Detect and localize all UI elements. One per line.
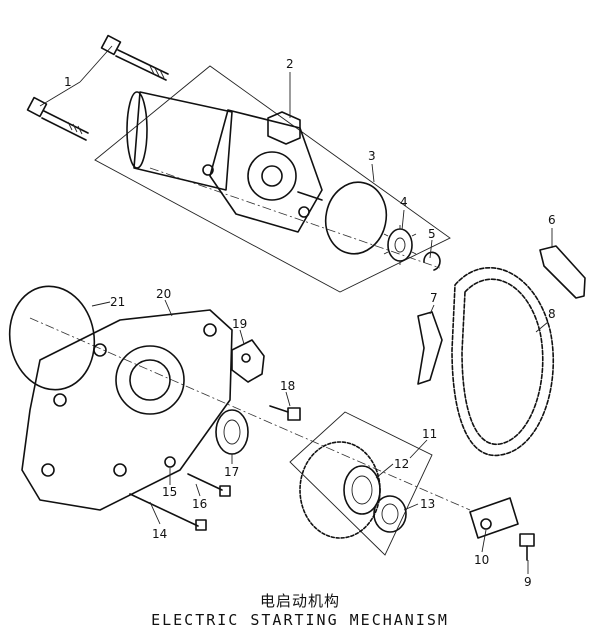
washer-small [164, 456, 176, 468]
center-line-starter [149, 167, 441, 269]
crankcase-cover [21, 309, 233, 511]
chain-guide-upper [539, 245, 586, 299]
lock-plate-hole [480, 518, 492, 530]
diagram-title-english: ELECTRIC STARTING MECHANISM [151, 611, 449, 629]
bolt-upper [100, 34, 169, 81]
callout-17: 17 [224, 465, 239, 479]
callout-6: 6 [548, 213, 556, 227]
callout-12: 12 [394, 457, 409, 471]
oil-seal [215, 409, 249, 455]
cover-gasket [8, 285, 96, 391]
starter-clutch-sprocket [299, 441, 381, 539]
o-ring-small [324, 181, 388, 255]
callout-10: 10 [474, 553, 489, 567]
bolt-long [129, 493, 207, 531]
starter-clutch-group-outline [289, 411, 433, 556]
callout-20: 20 [156, 287, 171, 301]
bolt-medium [187, 473, 231, 497]
bracket-hole [241, 353, 251, 363]
bolt-lock-plate [519, 533, 535, 561]
callout-9: 9 [524, 575, 532, 589]
callout-21: 21 [110, 295, 125, 309]
callout-8: 8 [548, 307, 556, 321]
starter-chain [451, 267, 554, 457]
bolt-short [269, 405, 301, 421]
bracket [231, 339, 265, 383]
callout-18: 18 [280, 379, 295, 393]
center-line-main [29, 317, 471, 511]
circlip [423, 251, 441, 271]
callout-13: 13 [420, 497, 435, 511]
lock-plate [469, 497, 519, 539]
callout-7: 7 [430, 291, 438, 305]
callout-2: 2 [286, 57, 294, 71]
pinion-gear [383, 225, 417, 265]
callout-14: 14 [152, 527, 167, 541]
thrust-washer [373, 495, 407, 533]
callout-1: 1 [64, 75, 72, 89]
chain-tensioner [417, 311, 443, 385]
callout-19: 19 [232, 317, 247, 331]
starter-motor-group-outline [94, 65, 451, 293]
callout-16: 16 [192, 497, 207, 511]
callout-5: 5 [428, 227, 436, 241]
callout-15: 15 [162, 485, 177, 499]
callout-11: 11 [422, 427, 437, 441]
bolt-lower [26, 96, 89, 141]
diagram-title-chinese: 电启动机构 [259, 592, 340, 610]
callout-3: 3 [368, 149, 376, 163]
callout-4: 4 [400, 195, 408, 209]
starter-motor [126, 91, 323, 233]
